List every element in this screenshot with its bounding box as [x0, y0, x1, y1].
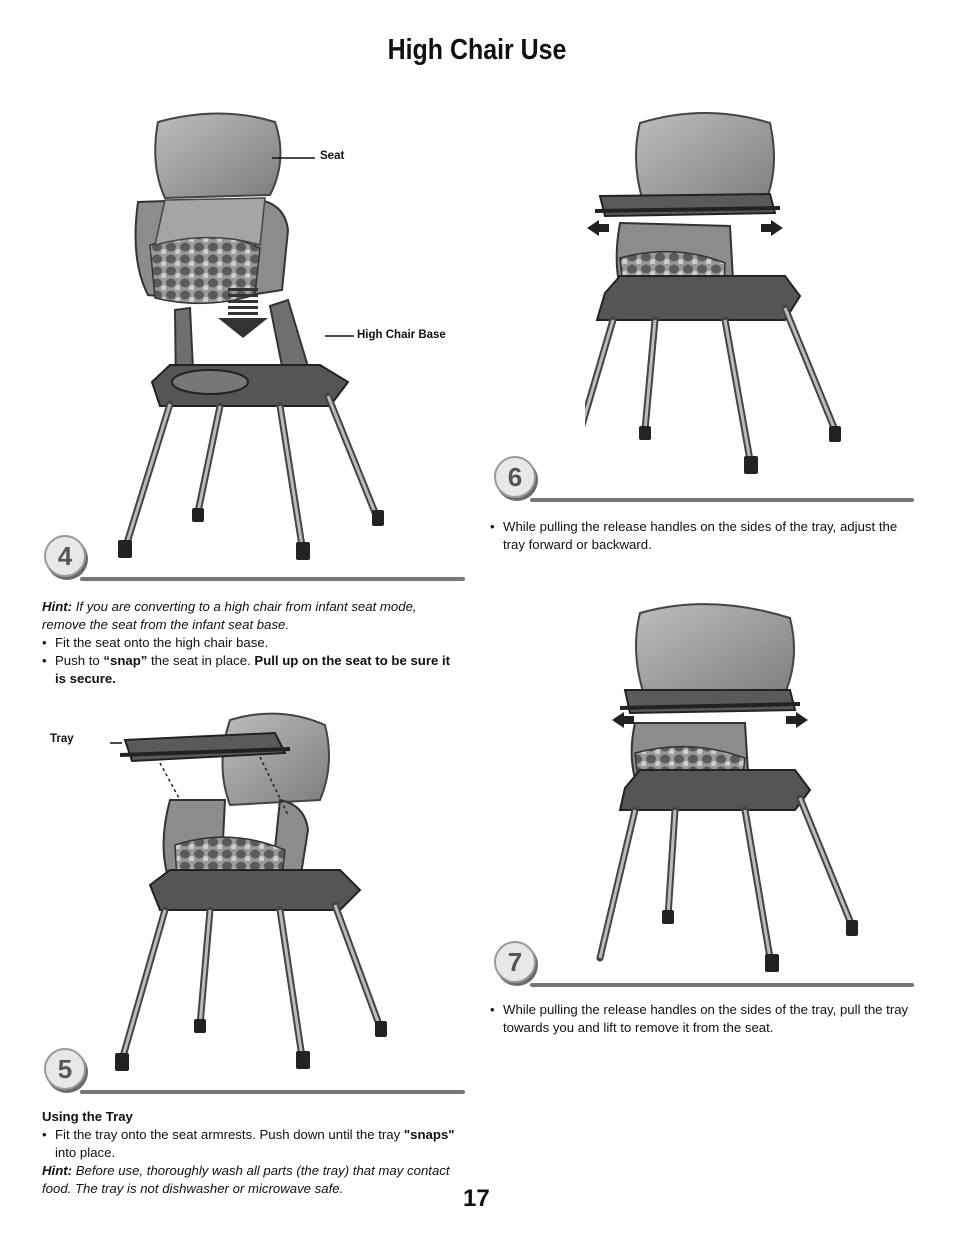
step-6-number: 6 — [494, 456, 536, 498]
page-number: 17 — [463, 1185, 490, 1212]
step7-bullet-1: While pulling the release handles on the… — [490, 1001, 910, 1037]
hint-label: Hint: — [42, 599, 73, 614]
step4-bullet-2: Push to “snap” the seat in place. Pull u… — [42, 652, 462, 688]
step-7-number: 7 — [494, 941, 536, 983]
step-5-divider — [80, 1090, 465, 1094]
step-7-divider — [530, 983, 914, 987]
hint-label: Hint: — [42, 1163, 73, 1178]
step5-instructions: Using the Tray Fit the tray onto the sea… — [42, 1108, 462, 1198]
step7-illustration — [596, 603, 858, 972]
step5-bullet-1: Fit the tray onto the seat armrests. Pus… — [42, 1126, 462, 1162]
step4-illustration — [118, 112, 384, 560]
step5-illustration — [110, 712, 387, 1071]
page-title: High Chair Use — [387, 34, 567, 66]
step-6-divider — [530, 498, 914, 502]
step7-instructions: While pulling the release handles on the… — [490, 1001, 910, 1037]
step4-instructions: Hint: If you are converting to a high ch… — [42, 598, 462, 688]
step4-bullet-1: Fit the seat onto the high chair base. — [42, 634, 462, 652]
step-4-number: 4 — [44, 535, 86, 577]
step6-illustration — [585, 112, 841, 474]
tray-callout: Tray — [50, 733, 74, 745]
step-5-number: 5 — [44, 1048, 86, 1090]
hint-text: Before use, thoroughly wash all parts (t… — [42, 1163, 450, 1196]
hint-text: If you are converting to a high chair fr… — [42, 599, 417, 632]
seat-callout: Seat — [320, 150, 345, 162]
step6-bullet-1: While pulling the release handles on the… — [490, 518, 910, 554]
step-4-divider — [80, 577, 465, 581]
using-tray-heading: Using the Tray — [42, 1109, 133, 1124]
step6-instructions: While pulling the release handles on the… — [490, 518, 910, 554]
high-chair-base-callout: High Chair Base — [357, 329, 446, 341]
